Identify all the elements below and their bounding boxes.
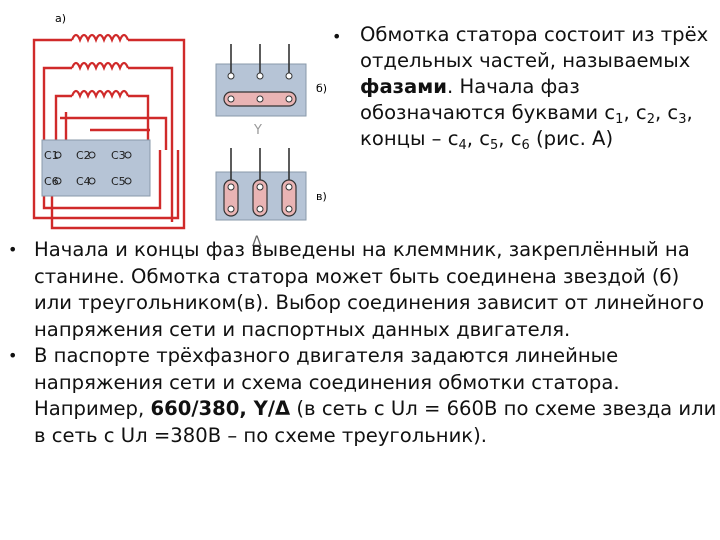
p1-text-before: Обмотка статора состоит из трёх отдельны… bbox=[360, 23, 709, 72]
coil-3 bbox=[70, 89, 130, 99]
terminal-row-bottom: C6 C4 C5 bbox=[44, 175, 132, 188]
coils bbox=[70, 33, 130, 99]
sub-1: 1 bbox=[615, 112, 624, 127]
terminal-c4-label: C4 bbox=[76, 175, 91, 188]
paragraph-terminals: Начала и концы фаз выведены на клеммник,… bbox=[34, 238, 705, 341]
sub-6: 6 bbox=[521, 138, 530, 153]
bullet-icon: • bbox=[332, 27, 342, 46]
sub-5: 5 bbox=[489, 138, 499, 153]
p1-end: (рис. А) bbox=[529, 127, 614, 150]
coil-2 bbox=[70, 61, 130, 71]
list-item: • Начала и концы фаз выведены на клеммни… bbox=[8, 237, 720, 343]
p1-text-after: . Начала фаз обозначаются буквами с bbox=[360, 75, 616, 124]
paragraph-phases: • Обмотка статора состоит из трёх отдель… bbox=[332, 22, 716, 153]
bullet-icon: • bbox=[8, 346, 18, 365]
sub-4: 4 bbox=[458, 138, 467, 153]
p1-sep2: , с bbox=[654, 101, 679, 124]
list-item: • В паспорте трёхфазного двигателя задаю… bbox=[8, 343, 720, 449]
p1-sep4: , с bbox=[466, 127, 490, 150]
terminal-c2-label: C2 bbox=[76, 149, 91, 162]
terminal-c6-label: C6 bbox=[44, 175, 59, 188]
wires bbox=[32, 38, 186, 230]
stator-winding-diagram: а) C1 C2 C3 C6 C4 C5 bbox=[32, 12, 327, 250]
terminal-box bbox=[41, 139, 151, 197]
label-b: б) bbox=[316, 82, 327, 95]
label-a: а) bbox=[55, 12, 66, 25]
star-connection-figure bbox=[215, 44, 307, 117]
p1-sep5: , с bbox=[498, 127, 522, 150]
p3-text-before: В паспорте трёхфазного двигателя задаютс… bbox=[34, 344, 620, 420]
sub-3: 3 bbox=[678, 112, 687, 127]
bottom-paragraphs: • Начала и концы фаз выведены на клеммни… bbox=[8, 237, 720, 449]
terminal-c5-label: C5 bbox=[111, 175, 126, 188]
sub-2: 2 bbox=[646, 112, 655, 127]
terminal-c3-label: C3 bbox=[111, 149, 126, 162]
p1-bold-phases: фазами bbox=[360, 75, 448, 98]
delta-connection-figure bbox=[215, 148, 307, 221]
delta-symbol: Δ bbox=[252, 234, 262, 250]
coil-1 bbox=[70, 33, 130, 43]
star-symbol: Y bbox=[253, 123, 262, 138]
terminal-row-top: C1 C2 C3 bbox=[44, 149, 132, 162]
p3-bold-rating: 660/380, Y/Δ bbox=[150, 397, 291, 420]
p1-sep1: , с bbox=[623, 101, 647, 124]
label-v: в) bbox=[316, 190, 327, 203]
p1-sep3: , концы – с bbox=[360, 101, 693, 150]
bullet-icon: • bbox=[8, 240, 18, 259]
p3-text-after: (в сеть с Uл = 660В по схеме звезда или … bbox=[34, 397, 717, 447]
terminal-c1-label: C1 bbox=[44, 149, 59, 162]
